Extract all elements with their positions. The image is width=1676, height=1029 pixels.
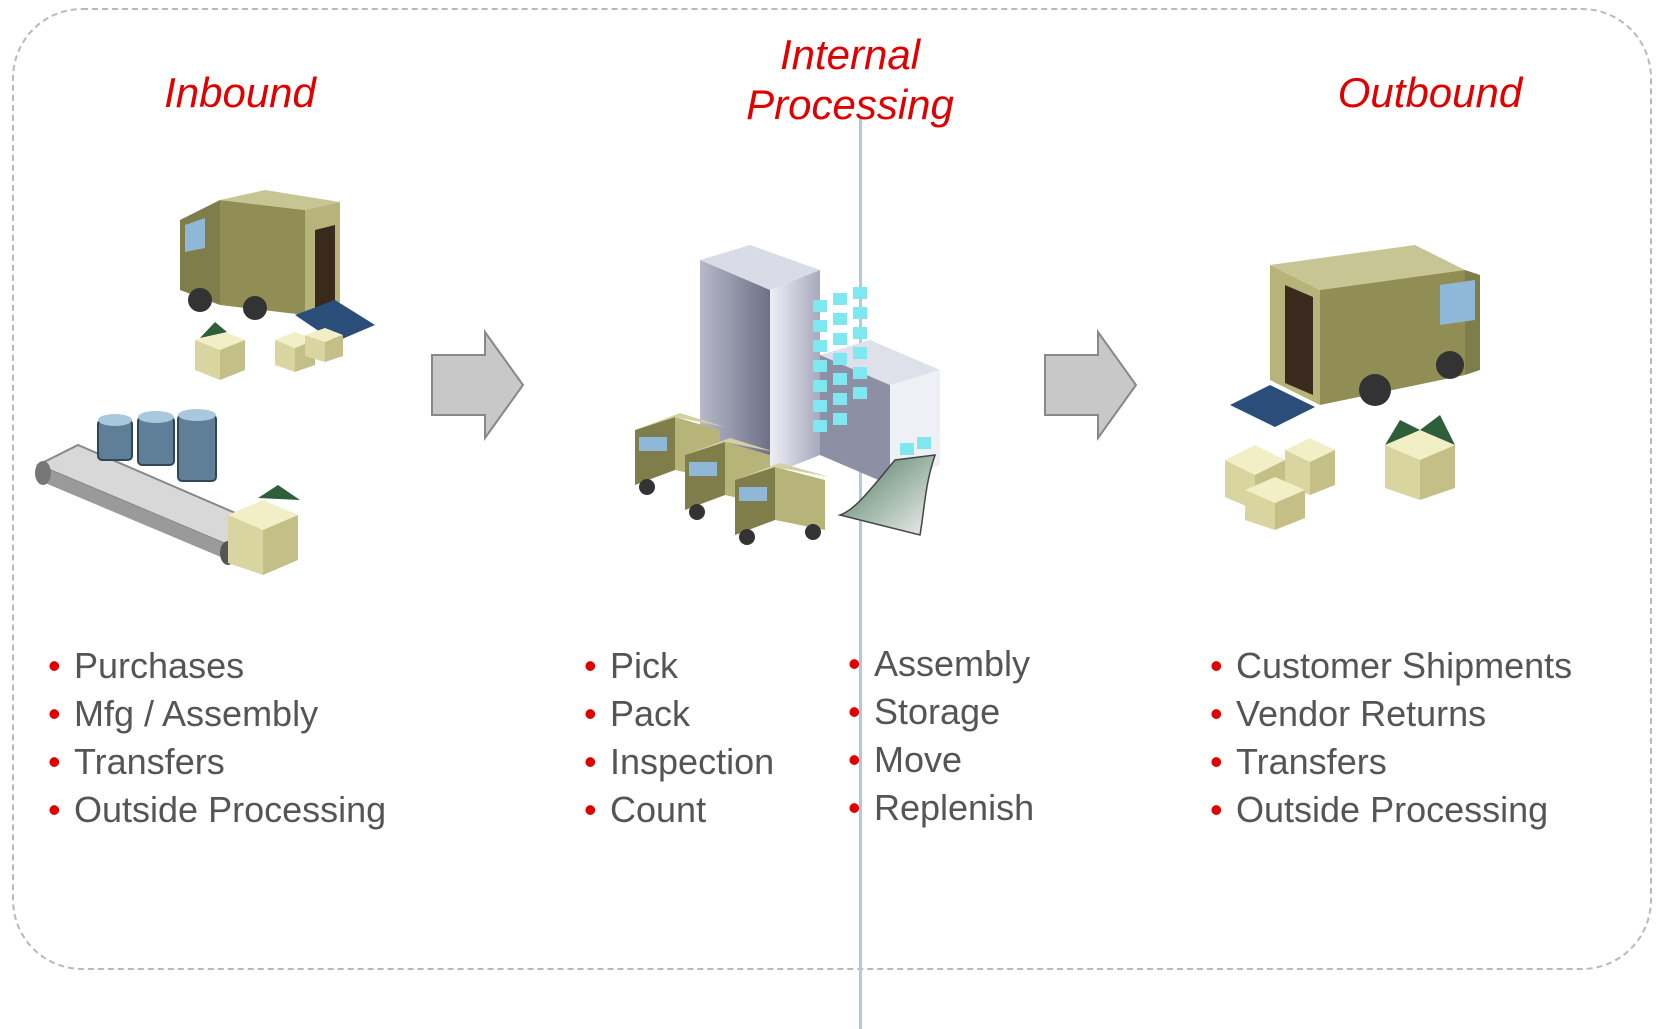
list-item: • Transfers (48, 738, 386, 786)
shipping-truck-icon (1225, 245, 1480, 530)
delivery-truck-icon (180, 190, 375, 380)
list-item: • Purchases (48, 642, 386, 690)
bullet-icon: • (584, 693, 597, 734)
list-item: • Count (584, 786, 774, 834)
warehouse-building-icon (635, 245, 940, 545)
list-item-label: Storage (874, 691, 1001, 732)
list-item-label: Customer Shipments (1236, 645, 1573, 686)
list-item-label: Pack (610, 693, 691, 734)
bullet-icon: • (1210, 645, 1223, 686)
list-item: • Vendor Returns (1210, 690, 1572, 738)
inbound-heading: Inbound (164, 69, 316, 116)
list-item: • Move (848, 736, 1034, 784)
list-item-label: Mfg / Assembly (74, 693, 319, 734)
list-item-label: Count (610, 789, 707, 830)
list-item-label: Transfers (1236, 741, 1387, 782)
list-item: • Storage (848, 688, 1034, 736)
list-item-label: Purchases (74, 645, 245, 686)
list-item-label: Outside Processing (1236, 789, 1549, 830)
internal-list-right: • Assembly • Storage • Move • Replenish (848, 640, 1034, 832)
internal-list-left: • Pick • Pack • Inspection • Count (584, 642, 774, 834)
center-divider-line (859, 118, 862, 1029)
list-item-label: Replenish (874, 787, 1035, 828)
list-item: • Assembly (848, 640, 1034, 688)
bullet-icon: • (848, 739, 861, 780)
bullet-icon: • (48, 741, 61, 782)
bullet-icon: • (848, 787, 861, 828)
list-item-label: Vendor Returns (1236, 693, 1487, 734)
bullet-icon: • (584, 741, 597, 782)
list-item: • Replenish (848, 784, 1034, 832)
list-item-label: Assembly (874, 643, 1031, 684)
list-item: • Pick (584, 642, 774, 690)
bullet-icon: • (48, 789, 61, 830)
conveyor-belt-icon (35, 409, 300, 575)
internal-processing-heading: Internal Processing (746, 31, 954, 128)
list-item-label: Move (874, 739, 963, 780)
outbound-list: • Customer Shipments • Vendor Returns • Tra… (1210, 642, 1572, 834)
right-arrow-icon (431, 328, 525, 442)
list-item-label: Inspection (610, 741, 775, 782)
list-item: • Outside Processing (48, 786, 386, 834)
bullet-icon: • (848, 643, 861, 684)
bullet-icon: • (48, 693, 61, 734)
bullet-icon: • (1210, 693, 1223, 734)
inbound-list: • Purchases • Mfg / Assembly • Transfers • O… (48, 642, 386, 834)
list-item-label: Transfers (74, 741, 225, 782)
list-item: • Inspection (584, 738, 774, 786)
list-item: • Transfers (1210, 738, 1572, 786)
list-item: • Mfg / Assembly (48, 690, 386, 738)
outbound-heading: Outbound (1337, 69, 1523, 116)
bullet-icon: • (48, 645, 61, 686)
bullet-icon: • (1210, 789, 1223, 830)
list-item-label: Outside Processing (74, 789, 387, 830)
list-item: • Pack (584, 690, 774, 738)
bullet-icon: • (1210, 741, 1223, 782)
list-item-label: Pick (610, 645, 679, 686)
bullet-icon: • (848, 691, 861, 732)
right-arrow-icon (1044, 328, 1138, 442)
list-item: • Outside Processing (1210, 786, 1572, 834)
list-item: • Customer Shipments (1210, 642, 1572, 690)
bullet-icon: • (584, 645, 597, 686)
process-frame (12, 8, 1652, 970)
bullet-icon: • (584, 789, 597, 830)
